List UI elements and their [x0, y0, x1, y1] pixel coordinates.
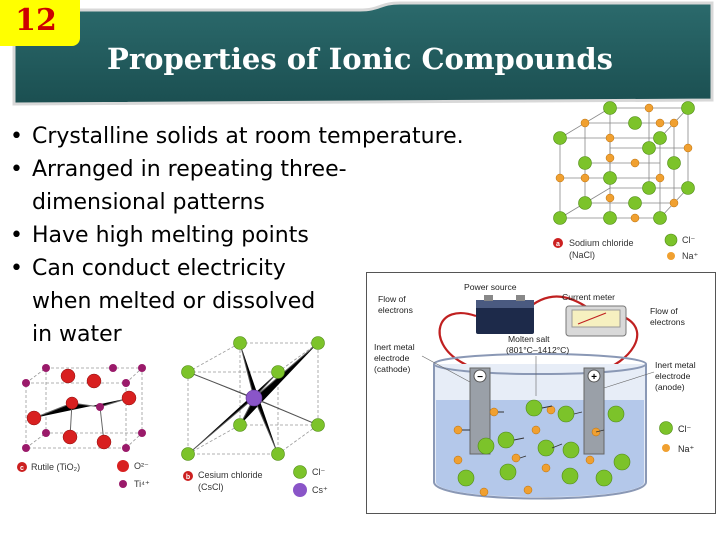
nacl-formula: (NaCl)	[569, 250, 595, 260]
orange-sphere-icon	[662, 444, 670, 452]
bullet-item: • Can conduct electricity when melted or…	[8, 252, 464, 351]
figure-marker-label: c	[20, 465, 24, 472]
legend-label: Cl⁻	[678, 424, 691, 434]
rutile-caption: Rutile (TiO₂)	[31, 462, 80, 472]
cathode-label: electrode	[374, 353, 410, 363]
legend-label: Cl⁻	[312, 467, 325, 477]
minus-sign: −	[477, 372, 483, 383]
anode-label: electrode	[655, 371, 691, 381]
figure-marker-label: a	[556, 241, 560, 248]
bullet-text: Arranged in repeating three-	[32, 157, 347, 182]
bullet-text: dimensional patterns	[32, 190, 265, 215]
molten-salt-temp: (801°C–1412°C)	[506, 345, 569, 355]
rutile-lattice-figure: c Rutile (TiO₂) O²⁻ Ti⁴⁺	[17, 364, 150, 489]
cscl-formula: (CsCl)	[198, 482, 224, 492]
purple-sphere-icon	[119, 480, 127, 488]
slide-title: Properties of Ionic Compounds	[107, 42, 613, 76]
legend-label: Na⁺	[682, 251, 699, 261]
legend-label: O²⁻	[134, 461, 149, 471]
flow-label: electrons	[378, 305, 413, 315]
bullet-dot-icon: •	[10, 157, 23, 182]
nacl-caption: Sodium chloride	[569, 238, 634, 248]
minus-terminal-icon	[473, 369, 487, 383]
green-sphere-icon	[293, 465, 307, 479]
bullet-text: Have high melting points	[32, 223, 309, 248]
bullet-dot-icon: •	[10, 256, 23, 281]
green-sphere-icon	[659, 421, 673, 435]
cathode-label: (cathode)	[374, 364, 410, 374]
bullet-dot-icon: •	[10, 223, 23, 248]
cathode-label: Inert metal	[374, 342, 415, 352]
anode-label: Inert metal	[655, 360, 696, 370]
bullet-item: • Arranged in repeating three- dimension…	[8, 153, 464, 219]
figure-marker-icon	[183, 471, 193, 481]
violet-sphere-icon	[293, 483, 307, 497]
legend-label: Na⁺	[678, 444, 695, 454]
plus-sign: +	[591, 372, 597, 383]
figure-marker-icon	[553, 238, 563, 248]
bullet-text: Can conduct electricity	[32, 256, 286, 281]
figure-marker-icon	[17, 462, 27, 472]
battery-icon	[476, 300, 534, 334]
title-banner	[12, 1, 714, 106]
flow-label: Flow of	[650, 306, 678, 316]
cscl-lattice-figure: b Cesium chloride (CsCl) Cl⁻ Cs⁺	[181, 336, 328, 497]
bullet-text: in water	[32, 322, 122, 347]
green-sphere-icon	[664, 233, 678, 247]
bullet-dot-icon: •	[10, 124, 23, 149]
legend-label: Cs⁺	[312, 485, 328, 495]
anode-label: (anode)	[655, 382, 685, 392]
power-source-label: Power source	[464, 282, 517, 292]
orange-sphere-icon	[667, 252, 675, 260]
current-meter-label: Current meter	[562, 292, 615, 302]
flow-label: electrons	[650, 317, 685, 327]
plus-terminal-icon	[587, 369, 601, 383]
bullet-text: Crystalline solids at room temperature.	[32, 124, 464, 149]
bullet-item: • Have high melting points	[8, 219, 464, 252]
bullet-item: • Crystalline solids at room temperature…	[8, 120, 464, 153]
slide-number: 12	[15, 3, 57, 38]
red-sphere-icon	[117, 460, 129, 472]
electrolysis-figure: − + Power source Current meter Flow of e…	[366, 272, 716, 514]
legend-label: Ti⁴⁺	[134, 479, 150, 489]
slide-number-badge	[0, 0, 80, 46]
legend-label: Cl⁻	[682, 235, 695, 245]
bullet-list: • Crystalline solids at room temperature…	[8, 120, 464, 351]
bullet-text: when melted or dissolved	[32, 289, 316, 314]
cscl-caption: Cesium chloride	[198, 470, 263, 480]
molten-salt-label: Molten salt	[508, 334, 550, 344]
flow-label: Flow of	[378, 294, 406, 304]
figure-marker-label: b	[186, 474, 190, 481]
nacl-lattice-figure: a Sodium chloride (NaCl) Cl⁻ Na⁺	[553, 101, 699, 261]
